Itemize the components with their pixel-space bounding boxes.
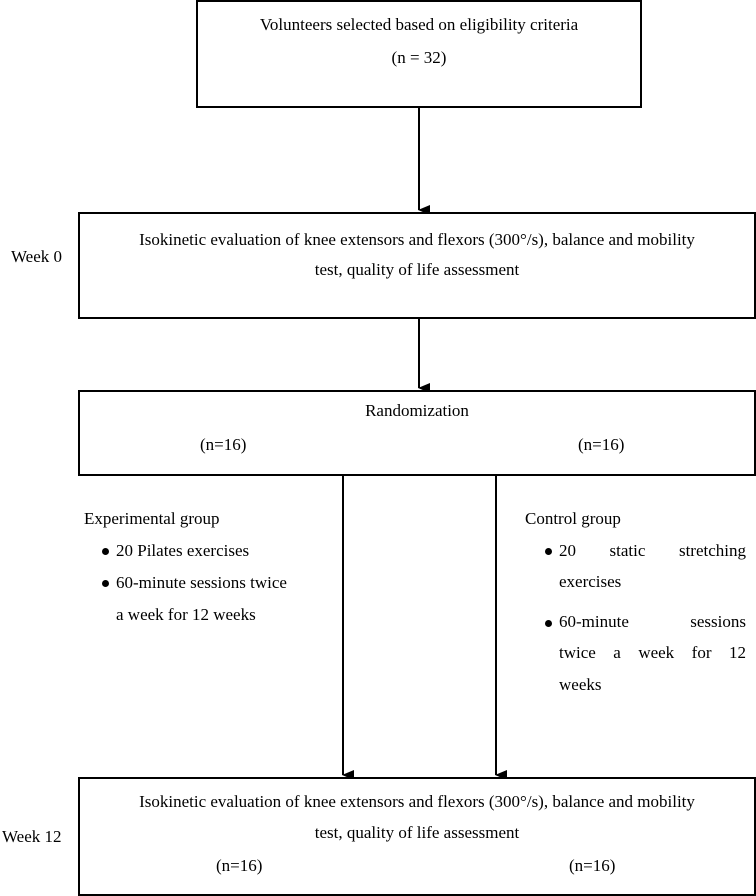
control-title: Control group <box>525 509 621 528</box>
control-item-2-line1: 60-minute sessions <box>559 612 746 632</box>
control-item-1-word: 20 <box>559 541 576 560</box>
control-item-2-word: week <box>638 643 675 662</box>
control-bullet-1 <box>545 548 552 555</box>
control-item-1-word: stretching <box>678 541 746 560</box>
control-item-2-line3: weeks <box>559 675 602 694</box>
randomization-box: Randomization (n=16) (n=16) <box>78 390 756 476</box>
week12-label: Week 12 <box>2 827 62 846</box>
experimental-item-1: 20 Pilates exercises <box>116 541 250 560</box>
experimental-bullet-1 <box>102 548 109 555</box>
control-bullet-2 <box>545 620 552 627</box>
week0-label: Week 0 <box>11 247 63 266</box>
control-item-2-word: twice <box>559 643 596 662</box>
week0-box: Isokinetic evaluation of knee extensors … <box>78 212 756 319</box>
volunteers-box: Volunteers selected based on eligibility… <box>196 0 642 108</box>
week12-line2: test, quality of life assessment <box>314 823 520 842</box>
week12-line1: Isokinetic evaluation of knee extensors … <box>139 792 695 811</box>
control-item-2-word: 12 <box>728 643 746 662</box>
volunteers-label: Volunteers selected based on eligibility… <box>259 15 579 34</box>
control-item-2-word: 60-minute <box>559 612 629 631</box>
week0-line2: test, quality of life assessment <box>314 260 520 279</box>
week0-line1: Isokinetic evaluation of knee extensors … <box>139 230 695 249</box>
control-item-2-word: sessions <box>690 612 746 631</box>
control-item-1-line1: 20 static stretching <box>559 541 746 561</box>
volunteers-count: (n = 32) <box>391 48 447 67</box>
control-item-1-line2: exercises <box>559 572 622 591</box>
randomization-n-right: (n=16) <box>578 435 625 454</box>
experimental-item-2: 60-minute sessions twice <box>116 573 287 592</box>
week12-n-right: (n=16) <box>569 856 616 875</box>
week12-n-left: (n=16) <box>216 856 263 875</box>
experimental-item-2-cont: a week for 12 weeks <box>116 605 256 624</box>
control-item-2-line2: twice a week for 12 <box>559 643 746 663</box>
week12-box: Isokinetic evaluation of knee extensors … <box>78 777 756 896</box>
experimental-bullet-2 <box>102 580 109 587</box>
control-item-2-word: for <box>691 643 712 662</box>
randomization-n-left: (n=16) <box>200 435 247 454</box>
control-item-1-word: static <box>609 541 646 560</box>
experimental-title: Experimental group <box>84 509 220 528</box>
randomization-title: Randomization <box>365 401 469 420</box>
control-item-2-word: a <box>613 643 621 662</box>
